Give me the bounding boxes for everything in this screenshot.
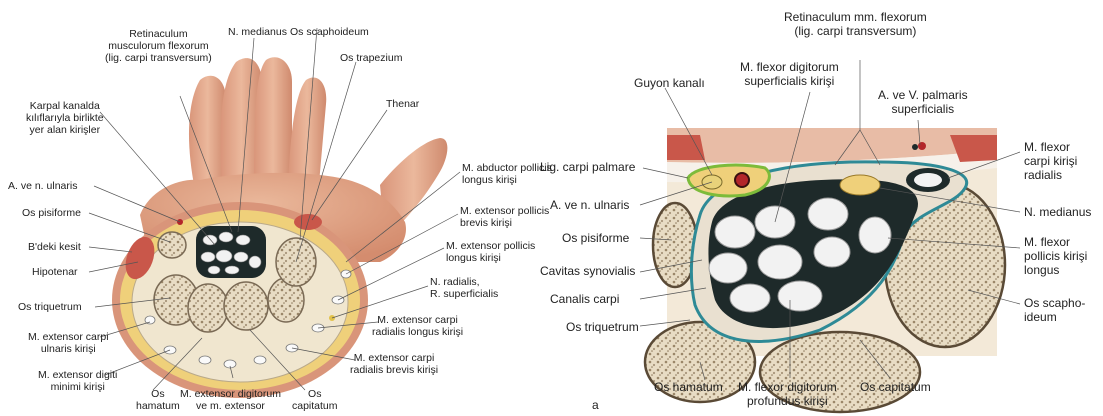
palmar-superficial-artery: [918, 142, 926, 150]
ulnar-artery-right: [735, 173, 749, 187]
flexor-carpi-radialis-core: [914, 173, 942, 187]
label-ext-pollicis-brevis: M. extensor pollicis brevis kirişi: [460, 205, 549, 229]
label-os-triquetrum-left: Os triquetrum: [18, 301, 82, 313]
label-cavitas: Cavitas synovialis: [540, 264, 635, 278]
bone-hamate-left: [188, 284, 228, 332]
label-os-triquetrum-right: Os triquetrum: [566, 320, 639, 334]
label-ext-carpi-rad-brevis: M. extensor carpi radialis brevis kirişi: [350, 352, 438, 376]
label-flexor-dig-sup: M. flexor digitorum superficialis kirişi: [740, 60, 839, 88]
label-ext-digiti-minimi: M. extensor digiti minimi kirişi: [38, 369, 117, 393]
median-nerve-right: [840, 175, 880, 195]
label-guyon: Guyon kanalı: [634, 76, 705, 90]
muscle-left-top: [667, 135, 705, 160]
label-n-radialis: N. radialis, R. superficialis: [430, 276, 498, 300]
label-thenar: Thenar: [386, 98, 419, 110]
label-retinaculum-left: Retinaculum musculorum flexorum (lig. ca…: [105, 28, 212, 64]
label-bdeki-kesit: B'deki kesit: [28, 241, 81, 253]
finger-little: [189, 76, 226, 190]
label-os-pisiforme-right: Os pisiforme: [562, 231, 629, 245]
bone-pisiform-left: [158, 232, 186, 258]
label-os-scaphoideum-right: Os scapho- ideum: [1024, 296, 1085, 324]
label-ext-digitorum: M. extensor digitorum ve m. extensor: [180, 388, 281, 412]
label-os-capitatum-right: Os capitatum: [860, 380, 931, 394]
section-figure: [645, 128, 1005, 412]
label-canalis: Canalis carpi: [550, 292, 619, 306]
label-ext-carpi-ulnaris: M. extensor carpi ulnaris kirişi: [28, 331, 109, 355]
label-n-medianus-left: N. medianus: [228, 26, 287, 38]
guyon-canal: [688, 165, 769, 196]
finger-middle: [254, 57, 292, 185]
label-flexor-dig-prof: M. flexor digitorum profundus kirişi: [738, 380, 837, 408]
label-os-trapezium-left: Os trapezium: [340, 52, 402, 64]
label-ext-carpi-rad-longus: M. extensor carpi radialis longus kirişi: [372, 314, 463, 338]
label-a-v-n-ulnaris: A. ve n. ulnaris: [550, 198, 629, 212]
label-abd-pollicis-longus: M. abductor pollicis longus kirişi: [462, 162, 552, 186]
label-lig-carpi-palmare: Lig. carpi palmare: [540, 160, 635, 174]
label-karpal-kanal: Karpal kanalda kılıflarıyla birlikte yer…: [26, 100, 104, 136]
label-ext-pollicis-longus: M. extensor pollicis longus kirişi: [446, 240, 535, 264]
label-os-hamatum-right: Os hamatum: [654, 380, 723, 394]
label-retinaculum-right: Retinaculum mm. flexorum (lig. carpi tra…: [784, 10, 927, 38]
panel-letter: a: [592, 398, 599, 412]
label-os-scaphoideum-left: Os scaphoideum: [290, 26, 369, 38]
label-os-pisiforme-left: Os pisiforme: [22, 207, 81, 219]
label-n-medianus-right: N. medianus: [1024, 205, 1091, 219]
label-flexor-carpi-radialis: M. flexor carpi kirişi radialis: [1024, 140, 1077, 182]
label-os-capitatum-left: Os capitatum: [292, 388, 338, 412]
label-a-v-palmaris: A. ve V. palmaris superficialis: [878, 88, 968, 116]
label-os-hamatum-left: Os hamatum: [136, 388, 180, 412]
label-flexor-pollicis: M. flexor pollicis kirişi longus: [1024, 235, 1087, 277]
palmar-superficial-vein: [912, 144, 918, 150]
label-a-n-ulnaris-left: A. ve n. ulnaris: [8, 180, 77, 192]
bone-capitate-left: [224, 282, 268, 330]
label-hipotenar: Hipotenar: [32, 266, 78, 278]
